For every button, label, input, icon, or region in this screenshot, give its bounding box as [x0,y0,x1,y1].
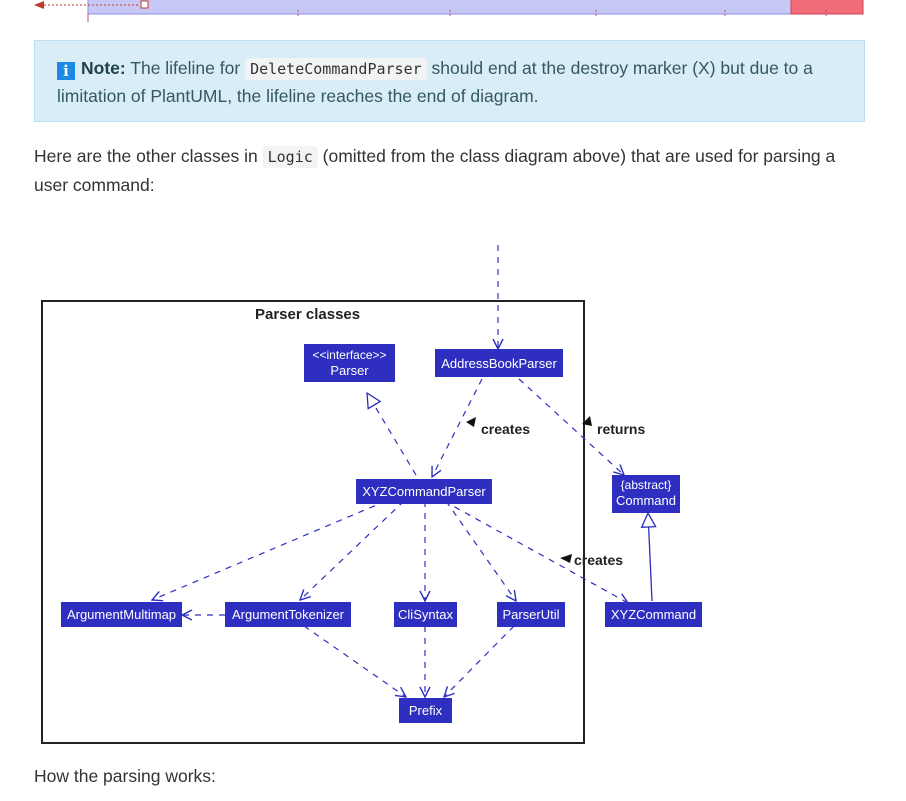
how-parsing-works-text: How the parsing works: [34,766,216,786]
returns-arrow-icon [582,416,592,426]
package-title: Parser classes [255,306,360,323]
edge-parserutil-to-prefix [444,625,515,697]
argumenttokenizer-label: ArgumentTokenizer [232,607,345,622]
argumentmultimap-node: ArgumentMultimap [61,602,182,627]
edge-creates-xyzparser [432,378,483,477]
parser-interface-node: <<interface>> Parser [304,344,395,382]
abstract-command-name: Command [616,493,676,508]
parser-class-diagram: Parser classes creates returns creates <… [34,213,710,747]
parserutil-node: ParserUtil [497,602,565,627]
note-text-before: The lifeline for [130,58,241,78]
package-frame [41,300,585,744]
intro-text-before: Here are the other classes in [34,146,258,166]
edge-to-argumentmultimap [152,500,387,600]
edge-tokenizer-to-prefix [303,625,406,697]
note-text-after: should end at the destroy marker (X) but… [57,58,813,106]
parser-interface-name: Parser [330,363,369,378]
parserutil-label: ParserUtil [502,607,559,622]
edge-label-creates-2: creates [574,552,623,568]
note-callout: i Note: The lifeline for DeleteCommandPar… [34,40,865,122]
creates-2-arrow-icon [560,554,572,563]
addressbookparser-label: AddressBookParser [441,356,557,371]
creates-1-arrow-icon [466,417,476,427]
edge-label-creates-1: creates [481,421,530,437]
abstract-command-node: {abstract} Command [612,475,680,513]
xyzcommand-node: XYZCommand [605,602,702,627]
intro-paragraph: Here are the other classes in Logic (omi… [34,142,874,199]
note-code: DeleteCommandParser [245,58,427,80]
argumenttokenizer-node: ArgumentTokenizer [225,602,351,627]
previous-diagram-fragment [34,0,864,22]
prefix-node: Prefix [399,698,452,723]
parser-class-diagram-svg: Parser classes creates returns creates <… [41,245,702,744]
xyzcommandparser-node: XYZCommandParser [356,479,492,504]
intro-text-after: (omitted from the class diagram above) t… [34,146,836,195]
xyzcommandparser-label: XYZCommandParser [362,484,486,499]
argumentmultimap-label: ArgumentMultimap [67,607,176,622]
note-label: Note: [81,58,126,78]
info-icon: i [57,62,75,80]
abstract-command-stereotype: {abstract} [621,478,672,492]
edge-realizes-parser [367,393,417,476]
edge-label-returns: returns [597,421,645,437]
edge-xyzcommand-inherits [648,513,652,602]
parser-interface-stereotype: <<interface>> [312,348,386,362]
addressbookparser-node: AddressBookParser [435,349,563,377]
prefix-label: Prefix [409,703,443,718]
xyzcommand-label: XYZCommand [611,607,696,622]
clisyntax-node: CliSyntax [394,602,457,627]
edge-to-parserutil [445,500,516,601]
intro-code: Logic [262,146,318,168]
clisyntax-label: CliSyntax [398,607,453,622]
